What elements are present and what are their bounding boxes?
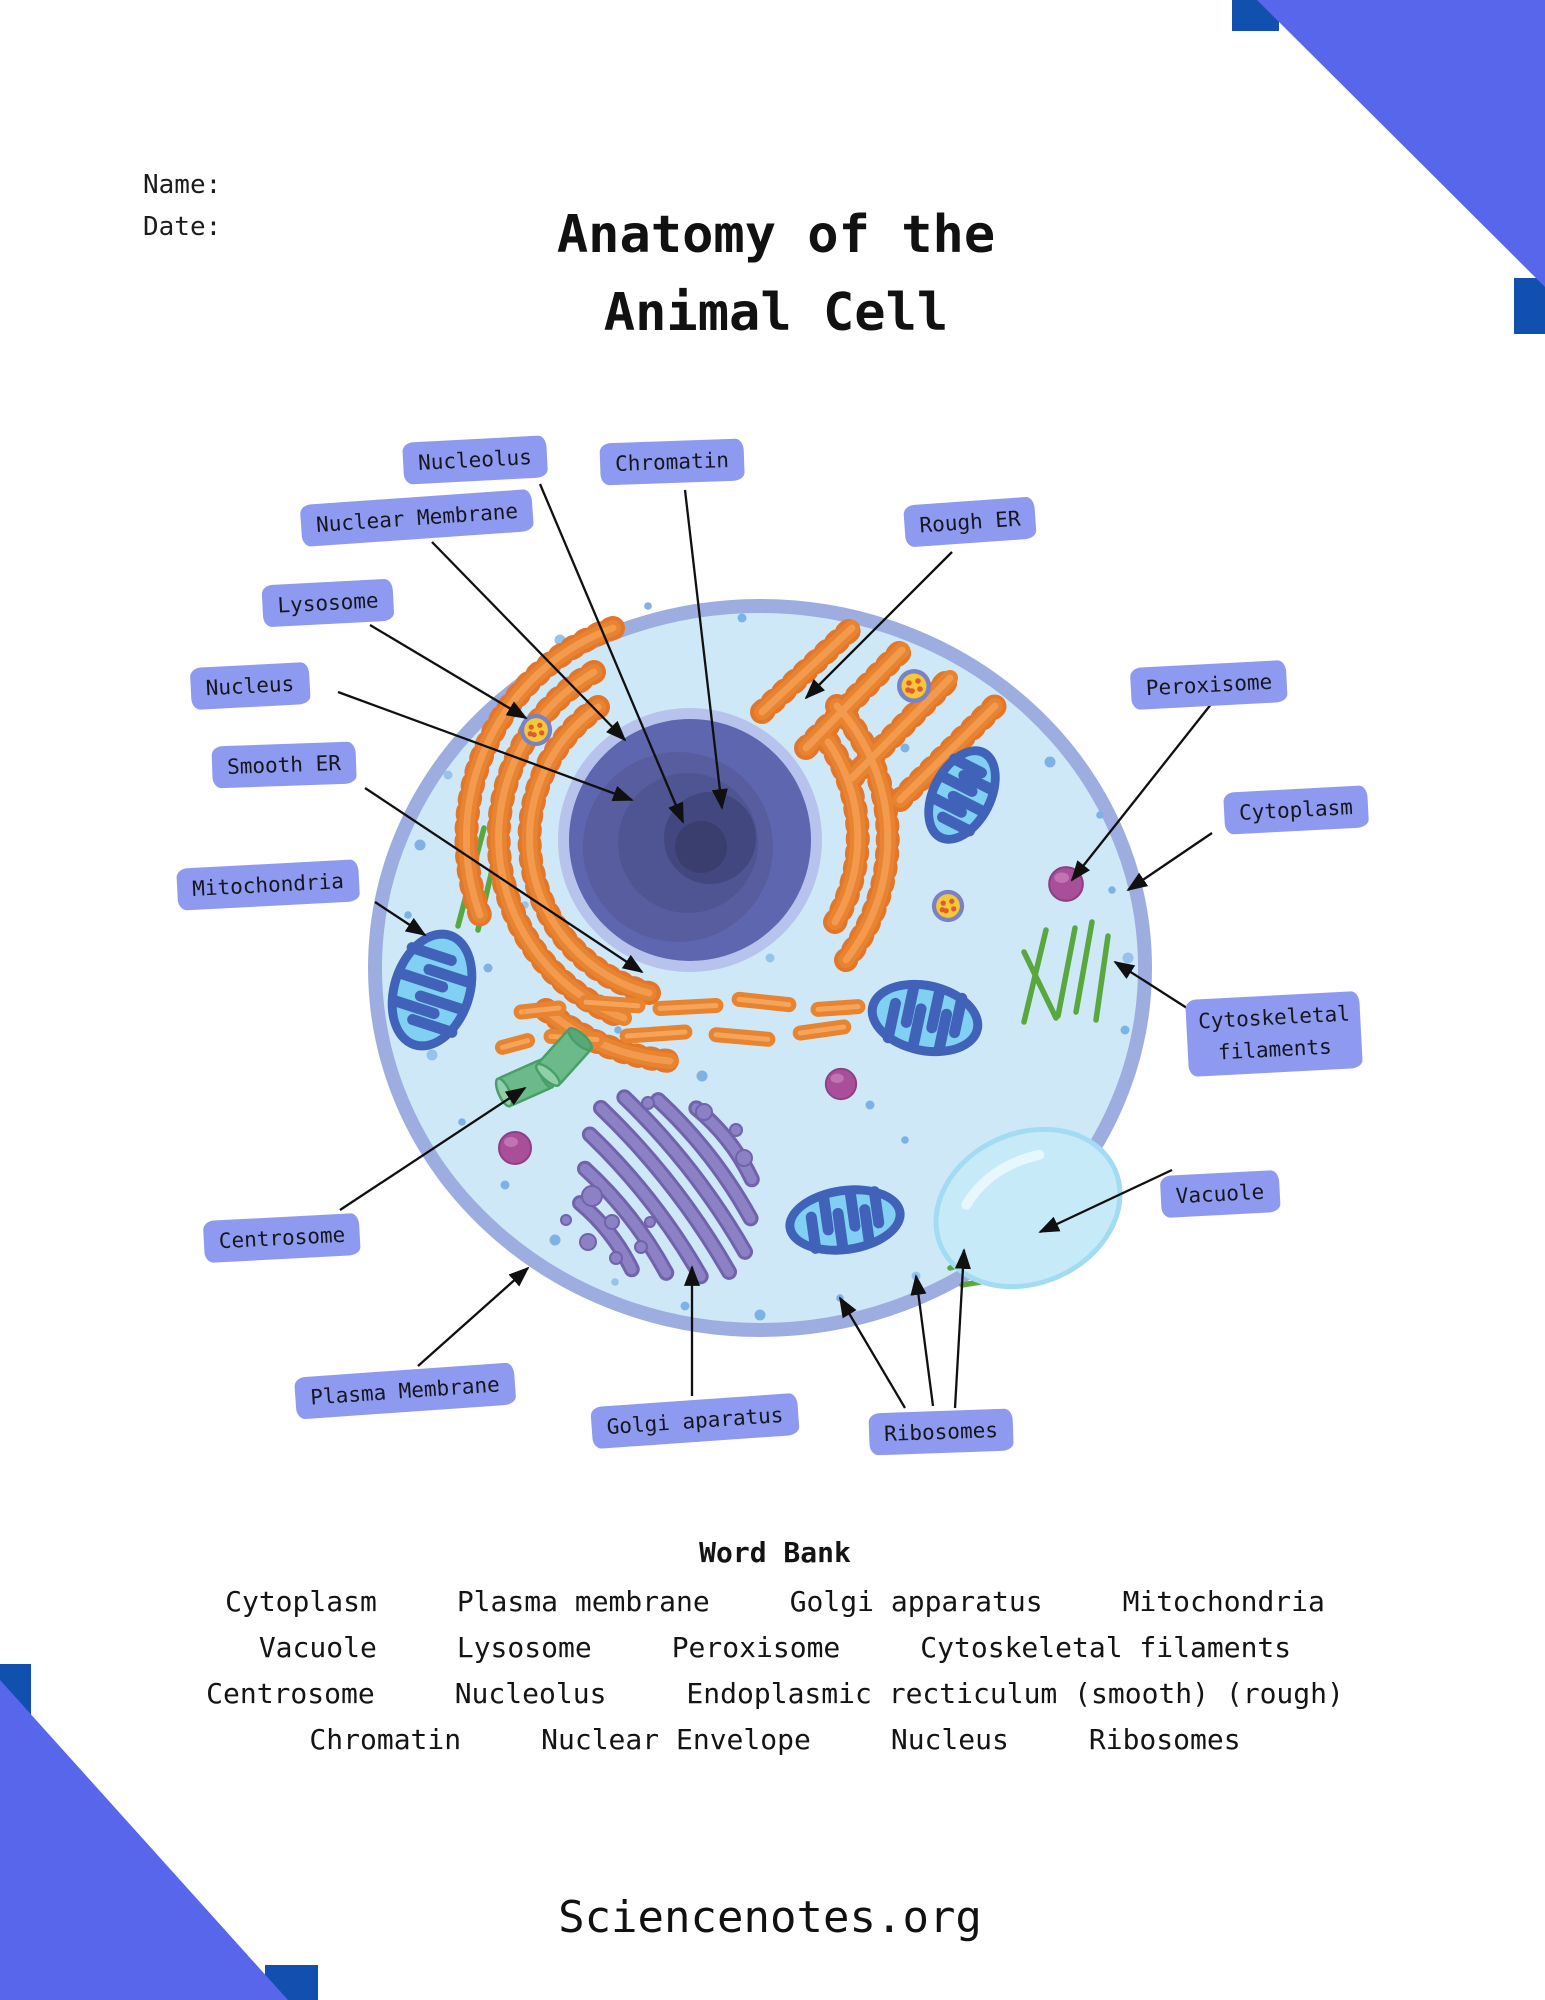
label-smooth-er: Smooth ER [211,741,357,789]
peroxisome-3 [931,889,965,923]
name-field-label: Name: [143,170,222,200]
word-bank-term: Mitochondria [1122,1585,1325,1618]
label-nucleus: Nucleus [189,661,311,711]
word-bank-term: Cytoskeletal filaments [920,1631,1292,1664]
label-lysosome: Lysosome [261,578,395,628]
nucleus [558,708,822,972]
word-bank-term: Cytoplasm [225,1585,377,1618]
peroxisome-1 [519,713,553,747]
mitochondrion-3 [867,979,983,1057]
mitochondrion-1 [387,929,477,1051]
word-bank-row: Chromatin Nuclear Envelope Nucleus Ribos… [125,1723,1425,1756]
label-chromatin: Chromatin [599,438,745,486]
smooth-er [494,991,866,1055]
site-credit: Sciencenotes.org [558,1892,982,1943]
label-cytoplasm: Cytoplasm [1223,785,1369,835]
word-bank-term: Centrosome [206,1677,375,1710]
word-bank-term: Lysosome [456,1631,592,1664]
page-title: Anatomy of the Animal Cell [557,196,995,352]
page-title-line2: Animal Cell [603,283,949,343]
word-bank-row: Vacuole Lysosome Peroxisome Cytoskeletal… [125,1631,1425,1664]
word-bank-term: Vacuole [258,1631,377,1664]
lysosome-vesicle-2 [824,1067,858,1101]
label-ribosomes: Ribosomes [868,1408,1014,1456]
label-nucleolus: Nucleolus [402,435,548,485]
date-field-label: Date: [143,212,222,242]
mitochondrion-2 [924,746,1000,844]
word-bank-term: Endoplasmic recticulum (smooth) (rough) [686,1677,1344,1710]
vacuole [933,1126,1123,1290]
word-bank-term: Golgi apparatus [789,1585,1043,1618]
label-peroxisome: Peroxisome [1129,659,1289,711]
label-centrosome: Centrosome [202,1212,362,1264]
peroxisome-2 [897,669,931,703]
word-bank-row: Cytoplasm Plasma membrane Golgi apparatu… [125,1585,1425,1618]
word-bank-term: Nucleolus [454,1677,607,1710]
word-bank-row: Centrosome Nucleolus Endoplasmic recticu… [125,1677,1425,1710]
word-bank-term: Ribosomes [1088,1723,1241,1756]
corner-decoration-top-right [1232,0,1545,334]
word-bank: Word Bank Cytoplasm Plasma membrane Golg… [125,1536,1425,1769]
peroxisomes-and-lysosomes [498,669,1084,1165]
word-bank-term: Peroxisome [671,1631,841,1664]
word-bank-term: Plasma membrane [456,1585,710,1618]
page-title-line1: Anatomy of the [556,205,996,265]
golgi-apparatus [560,1089,760,1285]
word-bank-title: Word Bank [699,1536,851,1569]
label-vacuole: Vacuole [1159,1169,1281,1219]
lysosome-vesicle-3 [498,1131,532,1165]
label-cytoskeletal-filaments: Cytoskeletal filaments [1185,990,1363,1078]
mitochondrion-4 [785,1185,905,1255]
word-bank-term: Chromatin [309,1723,462,1756]
word-bank-term: Nucleus [890,1723,1009,1756]
leader-lines [337,483,1213,1409]
animal-cell-illustration [368,599,1152,1337]
corner-decoration-bottom-left [0,1664,318,2000]
word-bank-term: Nuclear Envelope [541,1723,811,1756]
mitochondria-group [387,746,1000,1255]
